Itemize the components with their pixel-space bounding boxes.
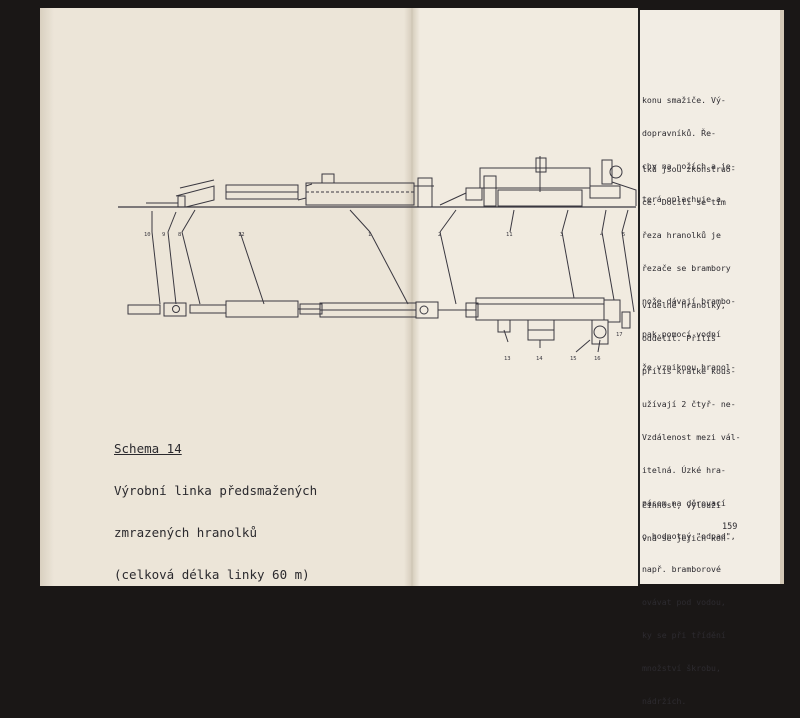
text-line: že vzniknou hranol- [642,362,736,372]
text-line: užívají 2 čtyř- ne- [642,399,736,409]
text-line: nože dávají brambo- [642,296,736,306]
text-line: lků jsou zkonstruo- [642,164,736,174]
underlying-page [638,10,780,584]
callout-2: 2 [438,232,441,238]
text-line: terá oplachuje a [642,194,721,204]
left-page [40,8,412,586]
text-line: o hodnotný "odpad", [642,531,736,541]
text-line: řezače se brambory [642,263,731,273]
figure-caption: Schema 14 Výrobní linka předsmažených zm… [114,414,317,596]
page-edge-line [638,10,640,584]
text-line: např. bramborové [642,564,721,574]
text-line: vná se jejich kon- [642,533,731,543]
text-line: pásem na děrovací [642,498,726,508]
book-gutter [404,8,420,586]
text-block-1: konu smažiče. Vý- dopravníků. Ře- chy na… [642,73,736,216]
caption-title: Schema 14 [114,441,182,456]
caption-line: Výrobní linka předsmažených [114,483,318,498]
callout-12: 12 [238,232,245,238]
text-line: Vzdálenost mezi vál- [642,432,741,442]
callout-4: 4 [600,232,604,238]
text-line: ky se při třídění [642,630,726,640]
callout-13: 13 [504,356,511,362]
callout-17: 17 [616,332,623,338]
text-line: dopravníků. Ře- [642,128,716,138]
page-stack-edge [780,10,784,584]
production-line-diagram: 10 9 8 12 1 2 11 3 4 5 13 14 15 16 17 [118,156,637,362]
callout-16: 16 [594,356,601,362]
callout-11: 11 [506,232,513,238]
text-line: ce. Docílí se tím [642,197,726,207]
callout-1: 1 [368,232,371,238]
text-line: ovávat pod vodou, [642,597,726,607]
text-line: nádržích. [642,696,687,706]
text-line: množství škrobu, [642,663,721,673]
caption-line: (celková délka linky 60 m) [114,567,310,582]
text-line: pak pomocí vodní [642,329,721,339]
text-line: řeza hranolků je [642,230,721,240]
callout-8: 8 [178,232,181,238]
callout-9: 9 [162,232,165,238]
right-page [412,8,638,586]
caption-line: zmrazených hranolků [114,525,257,540]
callout-10: 10 [144,232,151,238]
callout-3: 3 [560,232,563,238]
text-block-2: lků jsou zkonstruo- ce. Docílí se tím ře… [642,142,736,384]
text-line: činnost, vylouží [642,500,721,510]
text-line: příliš krátké kous- [642,366,736,376]
text-block-4: činnost, vylouží vná se jejich kon- [642,478,731,555]
text-line: oddělit. Příliš [642,333,716,343]
page-number: 159 [722,522,738,532]
text-line: konu smažiče. Vý- [642,95,726,105]
callout-15: 15 [570,356,577,362]
callout-14: 14 [536,356,543,362]
callout-5: 5 [622,232,625,238]
text-line: chy na nožích a je- [642,161,736,171]
text-line: itelná. Úzké hra- [642,465,726,475]
text-line: videlné hranolky, [642,300,726,310]
